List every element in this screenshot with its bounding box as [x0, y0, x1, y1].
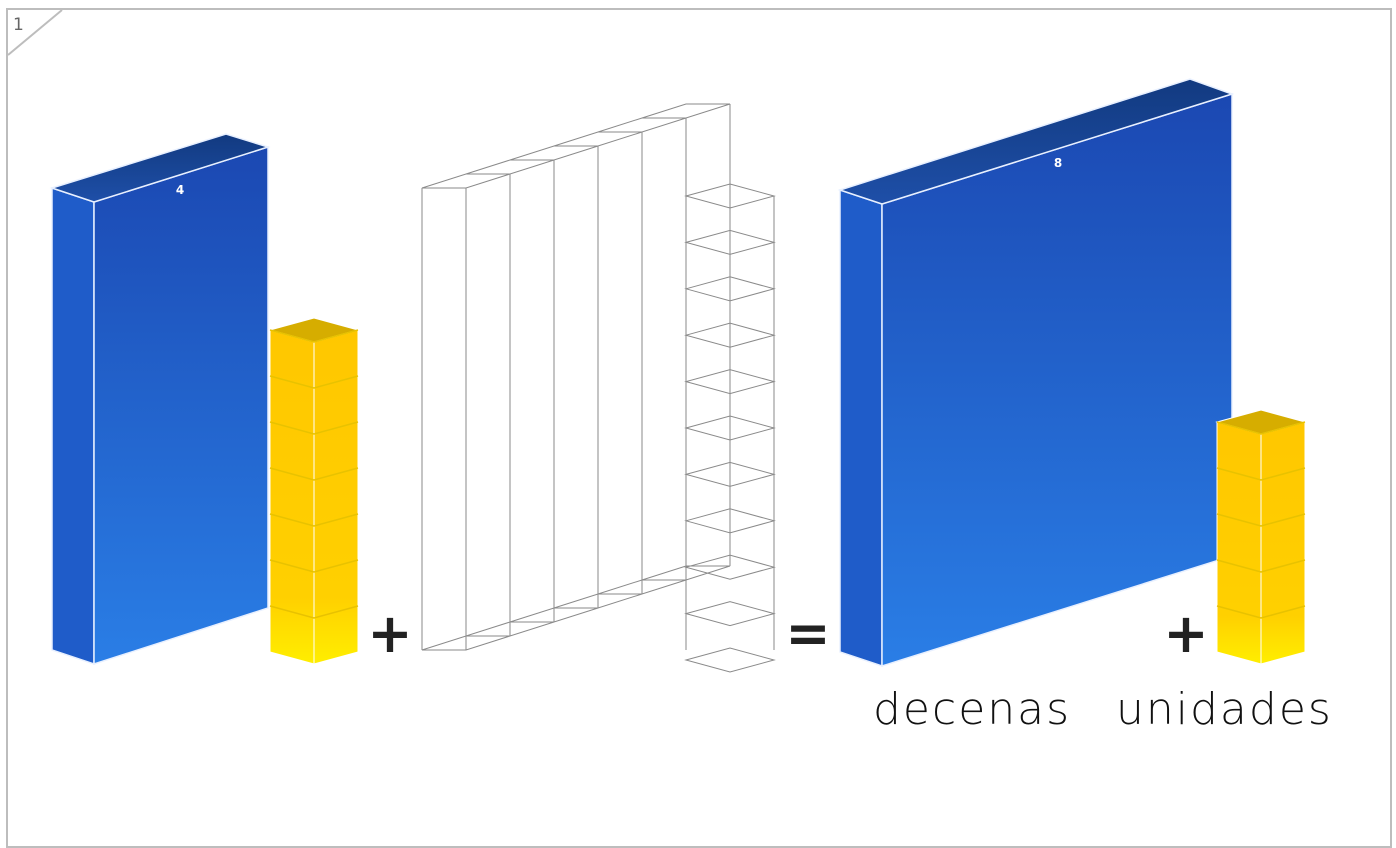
outline-rod [597, 117, 687, 595]
tens-caption: decenas [873, 684, 1072, 735]
unit-cube [1216, 467, 1306, 481]
unit-cube [269, 559, 359, 573]
unit-cube [269, 513, 359, 527]
outline-unit-cube [684, 647, 776, 673]
outline-unit-cube [684, 508, 776, 534]
outline-unit-cube [684, 322, 776, 348]
outline-unit-cube [684, 276, 776, 302]
outline-unit-cube [684, 415, 776, 441]
result-flat-label: 8 [1054, 156, 1062, 170]
outline-rod [553, 131, 643, 609]
unit-cube [1216, 559, 1306, 573]
result-unit-column [1215, 409, 1307, 665]
unit-cube [269, 375, 359, 389]
plus-sign-result: + [1163, 602, 1208, 665]
unit-cube [269, 605, 359, 619]
outline-rod [509, 145, 599, 623]
result-tens-flat: 8 [837, 78, 1235, 668]
outline-unit-cube [684, 369, 776, 395]
left-tens-flat: 4 [49, 133, 271, 666]
outline-unit-cube [684, 601, 776, 627]
unit-cube [269, 329, 359, 343]
unit-cube [269, 467, 359, 481]
unit-cube [269, 421, 359, 435]
outline-unit-cube [684, 229, 776, 255]
unit-cube [1216, 421, 1306, 435]
outline-rod [421, 173, 511, 651]
page-corner-fold [7, 9, 63, 56]
outline-rod [465, 159, 555, 637]
outline-tens-rods [421, 103, 731, 651]
outline-unit-cube [684, 461, 776, 487]
outline-unit-cube [684, 183, 776, 209]
unit-cube [1216, 605, 1306, 619]
left-unit-column [268, 317, 360, 665]
plus-sign: + [367, 602, 412, 665]
left-flat-label: 4 [176, 183, 184, 197]
units-caption: unidades [1116, 684, 1333, 735]
outline-unit-cube [684, 554, 776, 580]
outline-unit-column [684, 183, 776, 673]
page-number: 1 [13, 15, 24, 35]
equals-sign: = [785, 602, 830, 665]
unit-cube [1216, 513, 1306, 527]
